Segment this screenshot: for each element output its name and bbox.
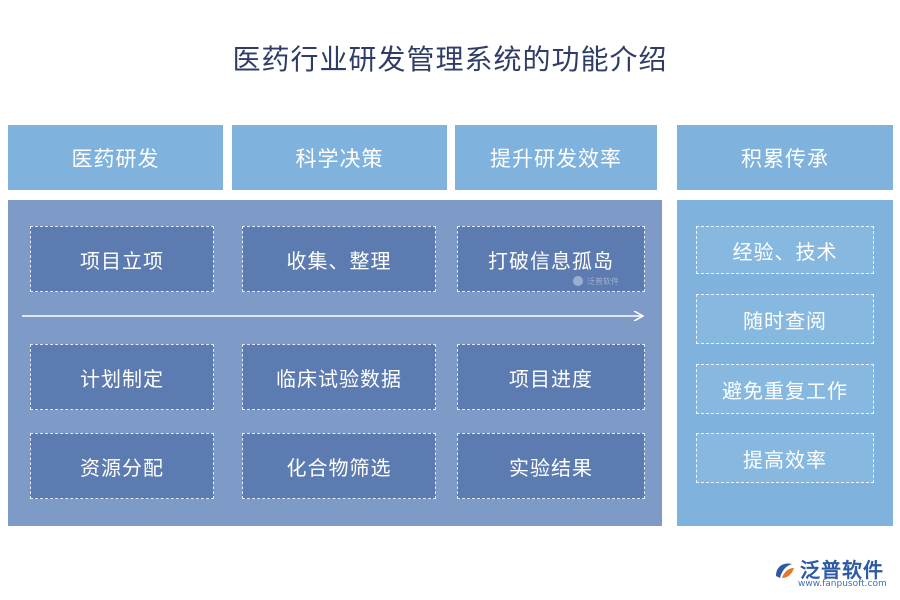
box-project-progress: 项目进度: [457, 344, 645, 410]
box-collect-organize: 收集、整理: [242, 226, 436, 292]
box-plan-making: 计划制定: [30, 344, 214, 410]
logo-name: 泛普软件: [800, 558, 884, 582]
brand-logo: 泛普软件 www.fanpusoft.com: [770, 552, 895, 592]
right-arrow-icon: [22, 311, 645, 321]
header-accumulate-inherit: 积累传承: [677, 125, 893, 190]
box-improve-efficiency: 提高效率: [696, 433, 874, 483]
watermark: 泛普软件: [572, 273, 632, 289]
box-experiment-results: 实验结果: [457, 433, 645, 499]
box-compound-screening: 化合物筛选: [242, 433, 436, 499]
header-scientific-decision: 科学决策: [232, 125, 447, 190]
box-break-info-silos: 打破信息孤岛: [457, 226, 645, 292]
box-view-anytime: 随时查阅: [696, 294, 874, 344]
fanpu-logo-icon: [776, 563, 794, 578]
diagram-title: 医药行业研发管理系统的功能介绍: [232, 43, 668, 76]
box-project-initiation: 项目立项: [30, 226, 214, 292]
header-pharma-rd: 医药研发: [8, 125, 223, 190]
box-experience-tech: 经验、技术: [696, 226, 874, 274]
watermark-text: 泛普软件: [587, 276, 619, 286]
header-improve-efficiency: 提升研发效率: [455, 125, 657, 190]
box-clinical-trial-data: 临床试验数据: [242, 344, 436, 410]
logo-url: www.fanpusoft.com: [798, 579, 887, 589]
watermark-logo-icon: [573, 276, 583, 286]
box-resource-allocation: 资源分配: [30, 433, 214, 499]
box-avoid-repeat-work: 避免重复工作: [696, 364, 874, 414]
